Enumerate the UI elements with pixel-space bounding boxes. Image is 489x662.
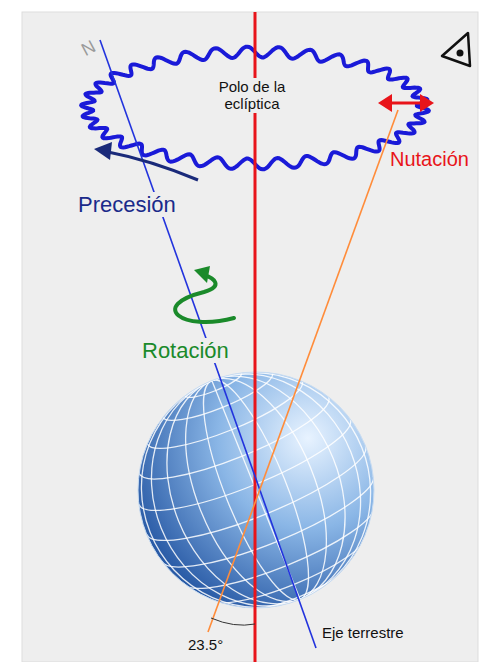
axis-opposite: [208, 110, 398, 632]
globe-grid: [102, 336, 410, 646]
axis-label: Eje terrestre: [320, 624, 406, 641]
rotation-arrow: [175, 266, 234, 322]
panel: [22, 12, 478, 662]
nutation-label: Nutación: [390, 148, 469, 171]
angle-label: 23.5°: [186, 636, 225, 653]
rotation-label: Rotación: [140, 338, 231, 363]
pole-label: Polo de la eclíptica: [195, 78, 309, 113]
earth-axis: [100, 40, 316, 648]
nutation-arrow: [378, 94, 434, 112]
angle-arc: [211, 618, 255, 625]
observer-eye-icon: [442, 33, 470, 66]
precession-label: Precesión: [76, 192, 178, 217]
precession-arrow: [94, 142, 198, 180]
